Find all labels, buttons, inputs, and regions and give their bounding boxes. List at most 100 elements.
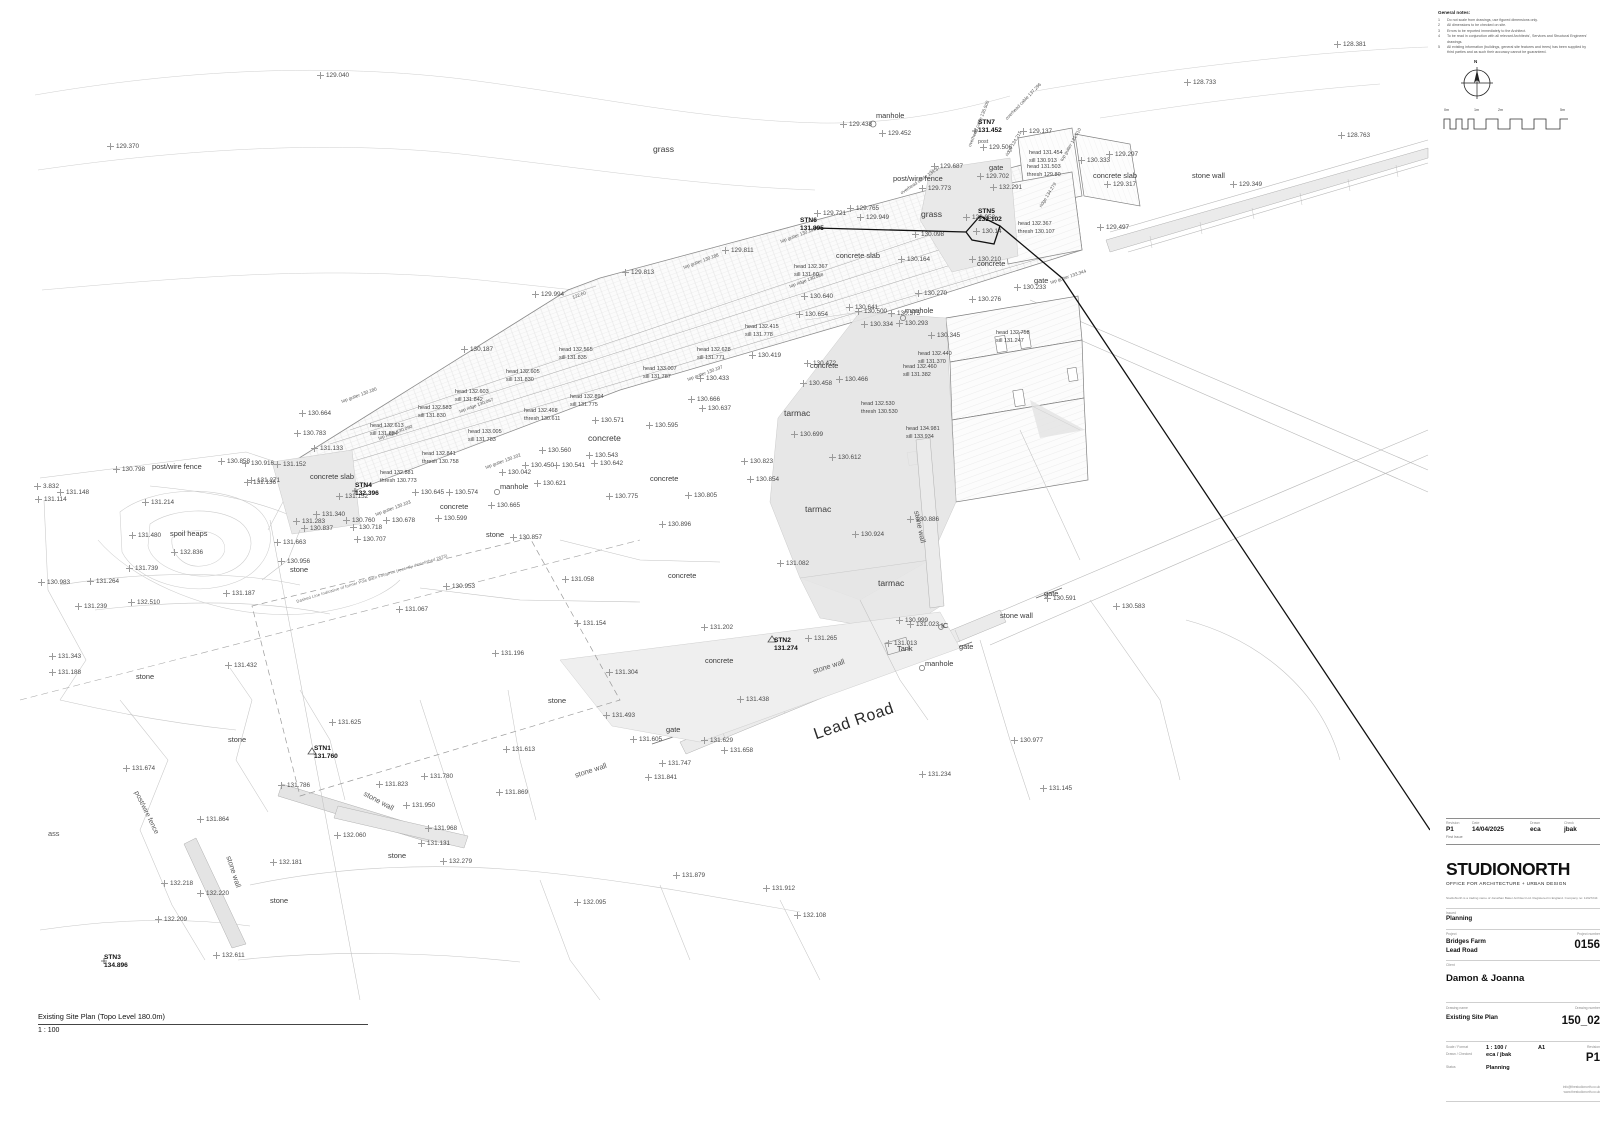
spot-level-label: 131.912 bbox=[772, 885, 796, 892]
spot-level-label: 130.983 bbox=[47, 579, 71, 586]
contact-details: info@thestudionorth.co.uk www.thestudion… bbox=[1446, 1085, 1600, 1095]
spot-level-label: 129.765 bbox=[856, 205, 880, 212]
spot-level-marker bbox=[510, 534, 517, 541]
general-note-text: All dimensions to be checked on site. bbox=[1447, 23, 1507, 28]
spot-level-marker bbox=[980, 144, 987, 151]
general-note-text: Errors to be reported immediately to the… bbox=[1447, 28, 1527, 33]
opening-sill-label: sill 131.830 bbox=[418, 413, 446, 419]
spot-level-marker bbox=[763, 885, 770, 892]
spot-level-marker bbox=[741, 458, 748, 465]
spot-level-marker bbox=[919, 185, 926, 192]
spot-level-marker bbox=[435, 515, 442, 522]
general-note-number: 5 bbox=[1438, 44, 1440, 49]
spot-level-marker bbox=[446, 489, 453, 496]
spot-level-label: 130.375 bbox=[897, 310, 921, 317]
opening-head-label: head 132.881 bbox=[380, 470, 414, 476]
opening-sill-label: sill 131.854 bbox=[370, 431, 398, 437]
spot-level-label: 130.805 bbox=[694, 492, 718, 499]
material-label: stone bbox=[228, 735, 247, 744]
spot-level-label: 129.497 bbox=[1106, 224, 1130, 231]
spot-level-label: 131.432 bbox=[234, 662, 258, 669]
spot-level-label: 129.773 bbox=[928, 185, 952, 192]
spot-level-label: 131.202 bbox=[710, 624, 734, 631]
spot-level-label: 130.775 bbox=[615, 493, 639, 500]
spot-level-marker bbox=[313, 511, 320, 518]
contour-lines bbox=[34, 46, 1429, 301]
spot-level-marker bbox=[49, 653, 56, 660]
spot-level-marker bbox=[218, 458, 225, 465]
material-label: concrete bbox=[650, 474, 679, 483]
spot-level-marker bbox=[274, 461, 281, 468]
spot-level-label: 130.637 bbox=[708, 405, 732, 412]
material-label: concrete bbox=[810, 361, 839, 370]
spot-level-label: 130.164 bbox=[907, 256, 931, 263]
field-boundaries bbox=[39, 451, 821, 1001]
spot-level-label: 129.370 bbox=[116, 143, 140, 150]
spot-level-label: 129.687 bbox=[940, 163, 964, 170]
drawing-name: Existing Site Plan bbox=[1446, 1013, 1498, 1021]
station-name-label: STN5 bbox=[978, 208, 995, 215]
opening-head-label: head 132.530 bbox=[861, 401, 895, 407]
spot-level-marker bbox=[1106, 151, 1113, 158]
spot-level-label: 132.181 bbox=[279, 859, 303, 866]
spot-level-label: 129.721 bbox=[823, 210, 847, 217]
spot-level-label: 130.916 bbox=[251, 460, 275, 467]
station-name-label: STN6 bbox=[800, 217, 817, 224]
material-label: stone wall bbox=[1192, 171, 1225, 180]
spot-level-label: 132.291 bbox=[999, 184, 1023, 191]
spot-level-marker bbox=[898, 256, 905, 263]
spot-level-label: 130.640 bbox=[810, 293, 834, 300]
spot-level-label: 131.658 bbox=[730, 747, 754, 754]
spot-level-marker bbox=[539, 447, 546, 454]
spot-level-marker bbox=[38, 579, 45, 586]
station-name-label: STN1 bbox=[314, 745, 331, 752]
opening-sill-label: sill 131.775 bbox=[570, 402, 598, 408]
spot-level-label: 131.013 bbox=[894, 640, 918, 647]
spot-level-label: 131.188 bbox=[58, 669, 82, 676]
station-level-label: 134.896 bbox=[104, 962, 128, 969]
spot-level-marker bbox=[840, 121, 847, 128]
spot-level-label: 131.879 bbox=[682, 872, 706, 879]
spot-level-label: 129.452 bbox=[888, 130, 912, 137]
spot-level-marker bbox=[425, 825, 432, 832]
spot-level-label: 130.612 bbox=[838, 454, 862, 461]
drawing-number-label: Drawing number bbox=[1575, 1005, 1600, 1010]
spot-level-label: 132.836 bbox=[180, 549, 204, 556]
spot-level-label: 129.702 bbox=[986, 173, 1010, 180]
spot-level-marker bbox=[336, 493, 343, 500]
rotated-annotation: ass bbox=[48, 829, 60, 838]
general-notes-heading: General notes: bbox=[1438, 10, 1471, 15]
spot-level-marker bbox=[791, 431, 798, 438]
station-level-label: 132.102 bbox=[978, 216, 1002, 223]
spot-level-marker bbox=[574, 620, 581, 627]
opening-head-label: head 132.894 bbox=[570, 394, 604, 400]
spot-level-label: 131.605 bbox=[639, 736, 663, 743]
farm-buildings-right bbox=[906, 295, 1089, 503]
material-label: stone bbox=[388, 851, 407, 860]
spot-level-label: 130.599 bbox=[444, 515, 468, 522]
spot-level-label: 130.345 bbox=[937, 332, 961, 339]
spot-level-label: 131.271 bbox=[257, 477, 281, 484]
station-level-label: 131.760 bbox=[314, 753, 338, 760]
spot-level-marker bbox=[846, 304, 853, 311]
opening-head-label: head 132.758 bbox=[996, 330, 1030, 336]
spot-level-marker bbox=[574, 899, 581, 906]
spot-level-marker bbox=[225, 662, 232, 669]
divider bbox=[1446, 907, 1600, 909]
spot-level-label: 131.214 bbox=[151, 499, 175, 506]
spot-level-marker bbox=[334, 832, 341, 839]
spot-level-marker bbox=[1014, 284, 1021, 291]
spot-level-marker bbox=[630, 736, 637, 743]
revision-value-row: P1 14/04/2025 eca jbak bbox=[1446, 825, 1600, 833]
scale-format-label: Scale / Format bbox=[1446, 1044, 1469, 1049]
spot-level-marker bbox=[896, 617, 903, 624]
spot-level-marker bbox=[1184, 79, 1191, 86]
sheet-format: A1 bbox=[1538, 1044, 1546, 1051]
material-label: concrete slab bbox=[836, 251, 880, 260]
spot-level-label: 131.869 bbox=[505, 789, 529, 796]
